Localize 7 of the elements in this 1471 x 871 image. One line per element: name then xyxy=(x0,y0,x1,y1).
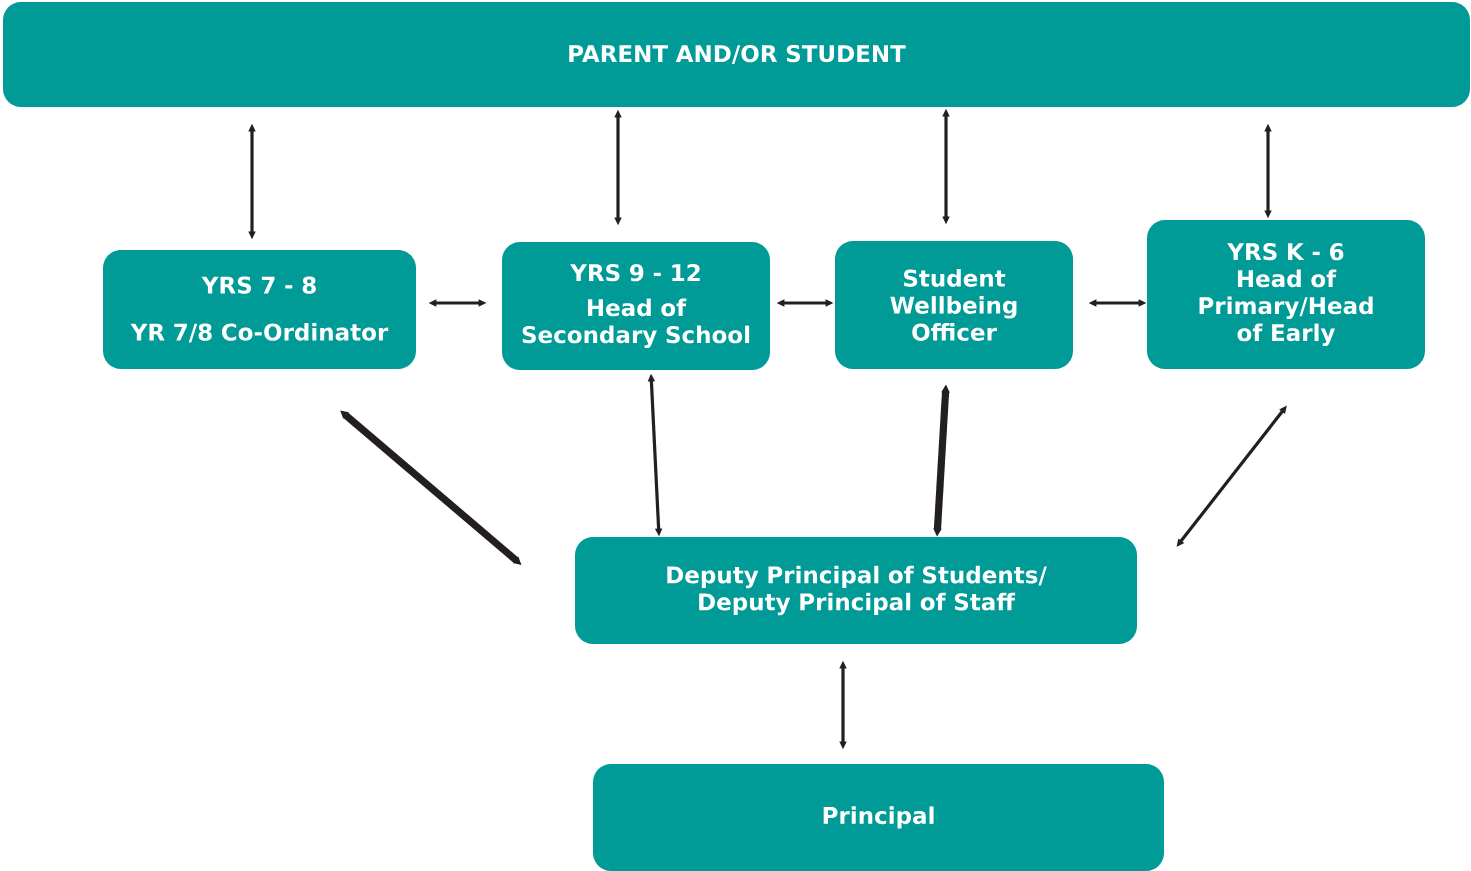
process-box: Deputy Principal of Students/ Deputy Principal of Staff xyxy=(575,537,1137,644)
process-box: PARENT AND/OR STUDENT xyxy=(3,2,1470,107)
process-box: YRS K - 6 Head of Primary/Head of Early xyxy=(1147,220,1425,369)
process-box: YRS 7 - 8 YR 7/8 Co-Ordinator xyxy=(103,250,416,369)
process-box: Principal xyxy=(593,764,1164,871)
process-box: YRS 9 - 12 Head of Secondary School xyxy=(502,242,770,370)
process-box: Student Wellbeing Officer xyxy=(835,241,1073,369)
